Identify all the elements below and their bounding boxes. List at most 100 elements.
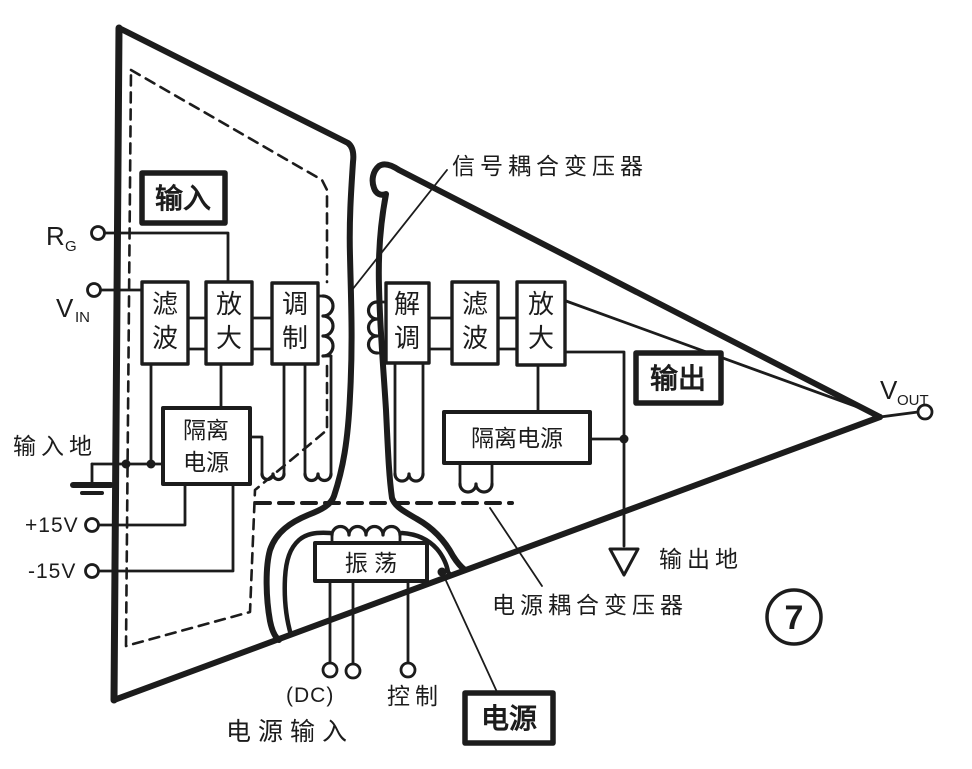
iso-supply-in-line1: 隔离 xyxy=(183,417,229,443)
power-tag-label: 电源 xyxy=(481,703,537,734)
output-tag-label: 输出 xyxy=(650,362,706,394)
input-ground-label: 输入地 xyxy=(13,433,97,459)
control-terminal xyxy=(399,661,417,679)
oscillator-dc-wires xyxy=(328,579,410,665)
control-label: 控制 xyxy=(387,683,443,709)
vout-subscript: OUT xyxy=(897,392,929,409)
filter-in-char1: 滤 xyxy=(152,289,178,319)
modulator-char1: 调 xyxy=(282,289,308,319)
amp-in-block xyxy=(204,280,254,366)
vout-stub xyxy=(878,410,920,419)
minus15-label: -15V xyxy=(28,560,76,583)
power-tag-box xyxy=(462,690,556,746)
output-tag-box xyxy=(633,350,724,406)
demodulator-winding xyxy=(393,472,425,483)
signal-transformer-label: 信号耦合变压器 xyxy=(452,153,648,179)
demodulator-char1: 解 xyxy=(394,289,420,319)
iso-supply-in-winding xyxy=(260,472,286,482)
iso-supply-in-block xyxy=(161,406,252,486)
signal-secondary-coil xyxy=(366,300,379,355)
iso-supply-out-winding-legs xyxy=(458,461,494,486)
triangle-top-right-edge-and-isolation-wall xyxy=(369,161,883,573)
demodulator-block xyxy=(384,281,431,365)
modulator-block xyxy=(270,281,320,366)
iso-supply-out-winding xyxy=(458,482,494,494)
triangle-left-edge xyxy=(110,24,123,704)
power-pocket-right-wall xyxy=(399,530,454,579)
oscillator-primary-coil xyxy=(330,524,402,537)
filter-in-char2: 波 xyxy=(152,323,178,353)
filter-amp-links-input xyxy=(186,316,274,351)
plus15-wire xyxy=(96,482,187,527)
function-blocks xyxy=(139,170,724,746)
demodulator-char2: 调 xyxy=(394,323,420,353)
filter-out-block xyxy=(450,280,500,366)
output-ground-label: 输出地 xyxy=(659,546,743,572)
vout-terminal xyxy=(916,403,934,421)
dc-label: (DC) xyxy=(286,684,334,707)
amp-out-char2: 大 xyxy=(528,323,554,353)
terminal-labels: R G V IN V OUT +15V -15V 输入地 输出地 (DC) 控制… xyxy=(13,221,929,746)
amp-in-char2: 大 xyxy=(216,323,242,353)
rg-wire xyxy=(102,231,230,284)
plus15-terminal xyxy=(84,517,100,533)
signal-primary-stubs xyxy=(316,294,333,358)
amp-out-right-to-ground xyxy=(563,350,626,548)
filter-out-char1: 滤 xyxy=(462,289,488,319)
junction-dot-left-edge xyxy=(121,459,131,469)
rg-terminal xyxy=(90,225,106,241)
iso-supply-in-line2: 电源 xyxy=(183,449,229,475)
vin-label: V xyxy=(56,293,74,323)
modulator-winding xyxy=(303,472,333,483)
vout-label: V xyxy=(880,375,898,405)
junction-dot-power-leader xyxy=(437,567,447,577)
dashed-boundary-bottom xyxy=(124,68,329,648)
amp-out-char1: 放 xyxy=(528,289,554,319)
rg-label: R xyxy=(46,221,65,251)
power-box-leader xyxy=(441,571,498,693)
signal-transformer-leader xyxy=(351,169,448,291)
block-labels: 输入 输出 电源 滤 波 放 大 调 制 解 调 滤 波 放 大 隔离 电源 隔… xyxy=(152,182,706,734)
signal-primary-coil xyxy=(321,294,335,358)
power-transformer-leader xyxy=(489,507,543,587)
minus15-terminal xyxy=(84,563,100,579)
junction-dot-output xyxy=(619,434,629,444)
oscillator-block xyxy=(313,541,429,583)
input-tag-box xyxy=(139,170,228,226)
demodulator-winding-legs xyxy=(393,361,425,476)
amplifier-triangle xyxy=(110,24,883,704)
dc-terminal-2 xyxy=(344,662,362,680)
dc-terminal-1 xyxy=(321,661,339,679)
annotation-labels: 信号耦合变压器 电源耦合变压器 xyxy=(452,153,688,618)
filter-out-char2: 波 xyxy=(462,323,488,353)
vin-terminal xyxy=(86,282,102,298)
junction-dot-ground-bus xyxy=(146,459,156,469)
power-transformer-label: 电源耦合变压器 xyxy=(492,592,688,618)
amp-in-char1: 放 xyxy=(216,289,242,319)
leader-lines xyxy=(351,169,543,693)
power-pocket-left-wall xyxy=(282,530,333,638)
iso-supply-out-label: 隔离电源 xyxy=(471,425,563,451)
plus15-label: +15V xyxy=(25,514,79,537)
triangle-top-left-edge-and-isolation-wall xyxy=(116,25,357,643)
iso-supply-out-block xyxy=(442,410,592,465)
power-input-label: 电源输入 xyxy=(226,718,354,746)
filter-in-block xyxy=(140,280,190,366)
triangle-bottom-edge xyxy=(111,414,883,703)
output-ground-symbol xyxy=(608,547,640,577)
input-section-dashed-boundary xyxy=(124,68,329,648)
demod-filter-amp-links-output xyxy=(427,316,519,351)
terminals xyxy=(84,225,934,680)
vin-subscript: IN xyxy=(75,309,90,326)
rg-subscript: G xyxy=(65,238,77,255)
minus15-wire xyxy=(96,482,235,573)
dashed-boundary-top xyxy=(129,68,329,284)
amp-out-block xyxy=(515,280,567,367)
modulator-char2: 制 xyxy=(282,323,308,353)
figure-number-circle xyxy=(765,588,823,646)
oscillator-label: 振 荡 xyxy=(345,550,397,576)
iso-supply-in-winding-legs xyxy=(248,363,286,476)
figure-number: 7 xyxy=(785,599,804,637)
